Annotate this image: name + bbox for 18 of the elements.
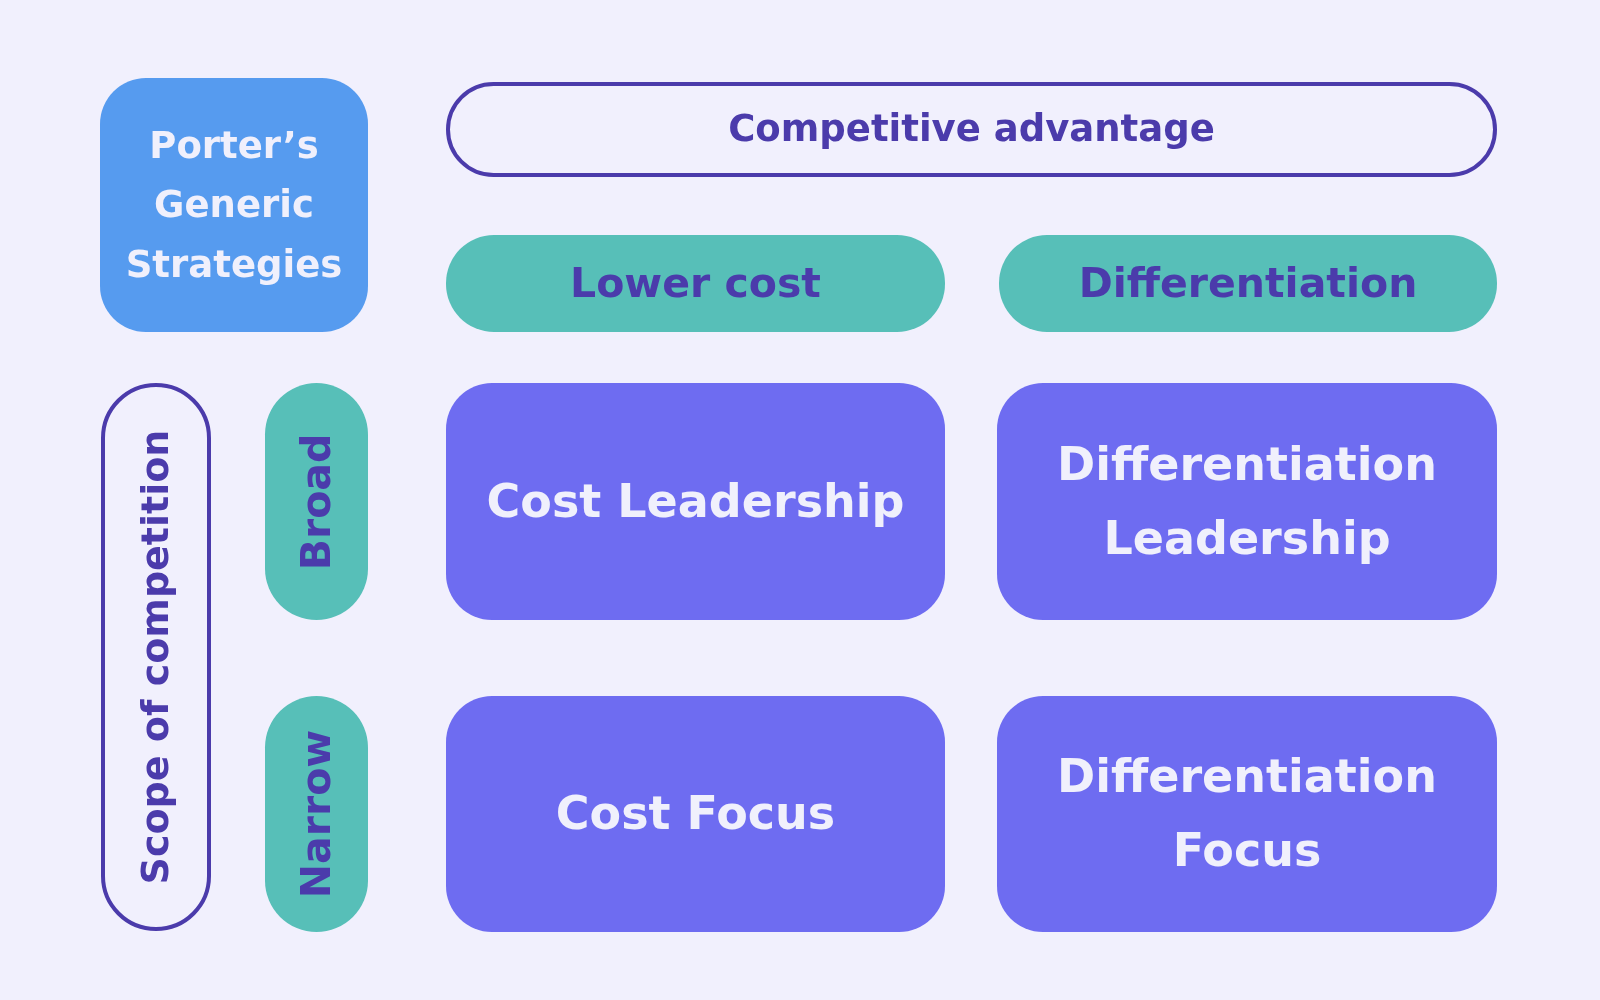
header-pill (446, 82, 1497, 177)
strategy-card (997, 696, 1497, 932)
strategy-label: Cost Leadership (486, 472, 905, 530)
title-card (100, 78, 368, 332)
strategy-card (446, 383, 945, 620)
column-label: Lower cost (570, 258, 821, 309)
row-label: Broad (293, 433, 340, 570)
strategy-card (446, 696, 945, 932)
strategy-card (997, 383, 1497, 620)
strategy-label: Differentiation Focus (1056, 748, 1438, 879)
strategy-label: Differentiation Leadership (1056, 435, 1438, 567)
header-label: Competitive advantage (728, 107, 1215, 152)
row-label: Narrow (293, 729, 340, 899)
strategy-label: Cost Focus (555, 785, 836, 843)
column-label: Differentiation (1078, 258, 1418, 309)
axis-label: Scope of competition (135, 429, 177, 885)
title-text: Porter’s Generic Strategies (124, 123, 344, 288)
axis-label-pill (101, 383, 211, 931)
